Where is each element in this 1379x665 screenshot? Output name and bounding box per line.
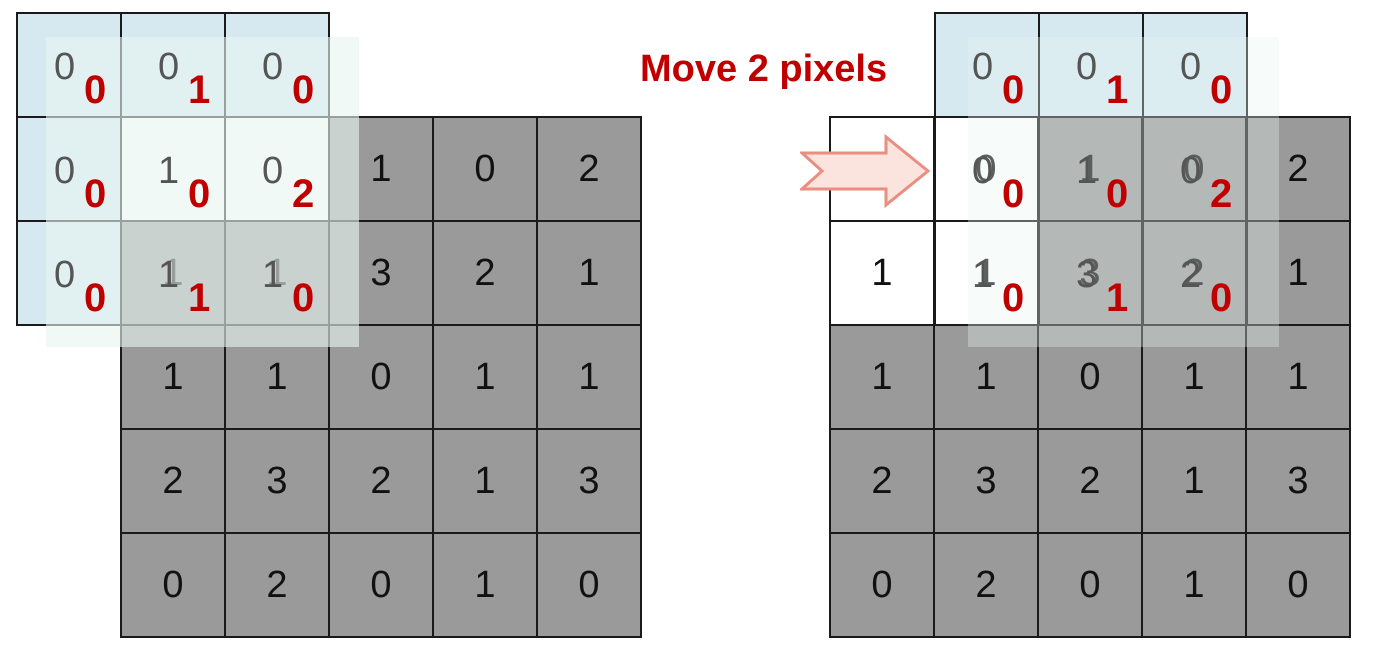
right-patch-value: 0 [972, 46, 994, 88]
right-matrix-cell: 0 [1037, 532, 1143, 638]
right-patch-value: 1 [1076, 150, 1098, 192]
left-patch-value: 1 [158, 254, 180, 296]
left-patch-value: 0 [262, 46, 284, 88]
left-matrix-cell: 0 [432, 116, 538, 222]
left-patch-value: 1 [262, 254, 284, 296]
left-kernel-weight: 1 [188, 68, 211, 112]
right-matrix-cell: 2 [933, 532, 1039, 638]
left-matrix-cell: 2 [224, 532, 330, 638]
left-kernel-weight: 0 [188, 172, 211, 216]
right-kernel-cell [1142, 220, 1248, 326]
left-matrix-cell: 1 [432, 324, 538, 430]
left-matrix-cell: 3 [224, 428, 330, 534]
right-matrix-cell: 2 [829, 428, 935, 534]
right-matrix-cell: 0 [829, 532, 935, 638]
move-caption: Move 2 pixels [640, 48, 888, 90]
left-matrix-cell: 3 [536, 428, 642, 534]
left-patch-value: 0 [262, 150, 284, 192]
left-patch-value: 0 [158, 46, 180, 88]
left-kernel-overlay [46, 37, 359, 347]
left-matrix-cell: 1 [432, 428, 538, 534]
left-matrix-cell: 0 [328, 532, 434, 638]
right-patch-value: 0 [1180, 46, 1202, 88]
right-patch-value: 1 [972, 254, 994, 296]
left-matrix-cell: 2 [328, 428, 434, 534]
left-kernel-weight: 1 [188, 276, 211, 320]
right-matrix-cell: 1 [1141, 532, 1247, 638]
left-matrix-cell: 2 [536, 116, 642, 222]
left-patch-value: 0 [54, 46, 76, 88]
right-patch-value: 0 [1076, 46, 1098, 88]
right-kernel-weight: 0 [1002, 68, 1025, 112]
left-patch-value: 1 [158, 150, 180, 192]
right-kernel-weight: 0 [1210, 68, 1233, 112]
left-kernel-weight: 0 [84, 68, 107, 112]
right-kernel-weight: 0 [1210, 276, 1233, 320]
right-matrix-cell: 1 [829, 324, 935, 430]
right-matrix-cell: 0 [1245, 532, 1351, 638]
left-kernel-weight: 0 [84, 172, 107, 216]
right-matrix-cell: 3 [1245, 428, 1351, 534]
left-patch-value: 0 [54, 254, 76, 296]
left-kernel-weight: 2 [292, 172, 315, 216]
left-kernel-weight: 0 [84, 276, 107, 320]
right-kernel-overlay [968, 37, 1279, 347]
right-patch-value: 2 [1180, 254, 1202, 296]
left-matrix-cell: 1 [536, 324, 642, 430]
right-matrix-cell: 2 [1037, 428, 1143, 534]
left-kernel-weight: 0 [292, 276, 315, 320]
right-kernel-weight: 2 [1210, 172, 1233, 216]
left-kernel-weight: 0 [292, 68, 315, 112]
right-kernel-weight: 1 [1106, 68, 1129, 112]
left-patch-value: 0 [54, 150, 76, 192]
left-matrix-cell: 0 [120, 532, 226, 638]
right-matrix-cell: 1 [933, 220, 1039, 326]
right-arrow-icon [798, 132, 932, 215]
right-kernel-weight: 0 [1106, 172, 1129, 216]
right-matrix-cell: 3 [933, 428, 1039, 534]
right-kernel-weight: 0 [1002, 276, 1025, 320]
right-patch-value: 0 [972, 150, 994, 192]
right-kernel-weight: 0 [1002, 172, 1025, 216]
right-kernel-cell [934, 12, 1040, 118]
right-matrix-cell: 1 [1245, 324, 1351, 430]
left-matrix-cell: 1 [432, 532, 538, 638]
right-matrix-cell: 1 [829, 220, 935, 326]
right-matrix-cell: 3 [1037, 220, 1143, 326]
right-patch-value: 3 [1076, 254, 1098, 296]
left-matrix-cell: 2 [432, 220, 538, 326]
right-patch-value: 0 [1180, 150, 1202, 192]
right-kernel-weight: 1 [1106, 276, 1129, 320]
left-matrix-cell: 2 [120, 428, 226, 534]
left-matrix-cell: 1 [536, 220, 642, 326]
right-matrix-cell: 1 [1141, 428, 1247, 534]
right-matrix-cell: 0 [933, 116, 1039, 222]
left-matrix-cell: 0 [536, 532, 642, 638]
